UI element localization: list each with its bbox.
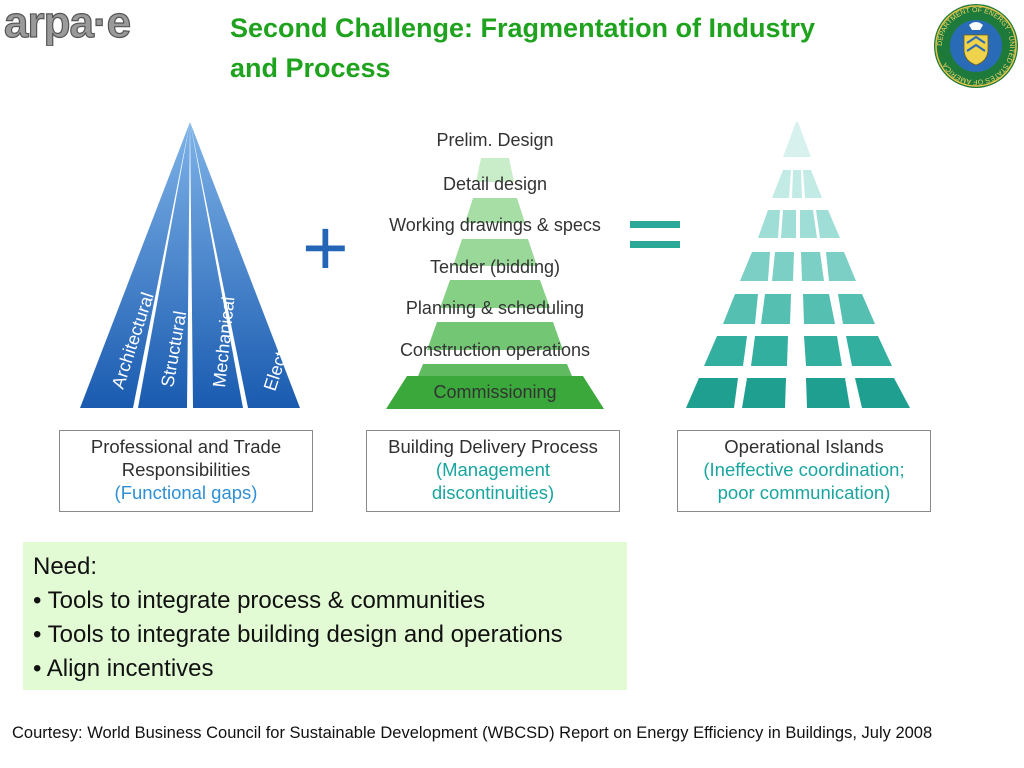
step-prelim-design	[476, 158, 514, 182]
doe-seal-graphic: DEPARTMENT OF ENERGY · UNITED STATES OF …	[934, 4, 1018, 88]
courtesy-footnote: Courtesy: World Business Council for Sus…	[12, 724, 933, 742]
slide-title-line-1: Second Challenge: Fragmentation of Indus…	[230, 13, 816, 43]
island-tile	[772, 170, 791, 198]
professional-trades-triangle: Architectural Structural Mechanical Elec…	[75, 120, 305, 412]
arpa-e-logo-text: arpa·e	[4, 2, 130, 46]
caption-1-line-1: Professional and Trade	[90, 436, 282, 457]
structural-segment	[138, 122, 190, 408]
island-tile	[761, 294, 791, 324]
step-planning	[427, 322, 563, 350]
equals-sign-graphic	[630, 221, 680, 248]
island-tile	[846, 336, 892, 366]
island-tile	[772, 252, 794, 281]
text-detail-design: Detail design	[443, 174, 547, 194]
needs-heading: Need:	[33, 553, 98, 580]
needs-box: Need: • Tools to integrate process & com…	[23, 542, 627, 690]
equals-sign: =	[624, 205, 684, 265]
text-working-drawings: Working drawings & specs	[389, 215, 601, 235]
caption-3-highlight-2: poor communication)	[717, 482, 891, 503]
island-tile	[758, 210, 780, 238]
caption-2-highlight-1: (Management	[435, 459, 551, 480]
step-detail-design	[465, 198, 525, 223]
caption-professional-trades: Professional and Trade Responsibilities …	[59, 430, 313, 512]
caption-1-line-2: Responsibilities	[121, 459, 251, 480]
island-tile	[751, 336, 788, 366]
island-tile	[792, 170, 802, 198]
island-tile	[855, 378, 910, 408]
text-planning: Planning & scheduling	[406, 298, 584, 318]
island-tile	[704, 336, 747, 366]
needs-item: • Tools to integrate building design and…	[33, 621, 563, 648]
caption-operational-islands: Operational Islands (Ineffective coordin…	[677, 430, 931, 512]
operational-islands-triangle	[680, 120, 920, 412]
operational-islands-triangle-graphic	[686, 122, 910, 408]
architectural-segment	[80, 122, 190, 408]
text-commissioning: Commissioning	[433, 382, 556, 402]
island-tile	[804, 336, 842, 366]
building-delivery-triangle: Prelim. Design Detail design Working dra…	[375, 120, 615, 412]
needs-item: • Align incentives	[33, 655, 214, 682]
step-commissioning	[386, 376, 604, 409]
caption-2-highlight-2: discontinuities)	[431, 482, 555, 503]
island-tile	[803, 170, 822, 198]
caption-building-delivery: Building Delivery Process (Management di…	[366, 430, 620, 512]
island-tile	[783, 122, 811, 157]
island-tile	[803, 294, 835, 324]
island-tile	[801, 252, 824, 281]
electrical-segment	[190, 122, 300, 408]
plus-sign: +	[302, 203, 349, 292]
island-tile	[723, 294, 758, 324]
arpa-e-logo: arpa·e	[3, 0, 189, 48]
island-tile	[816, 210, 840, 238]
island-tile	[800, 210, 817, 238]
island-tile	[742, 378, 786, 408]
caption-3-line-1: Operational Islands	[724, 436, 884, 457]
island-tile	[838, 294, 875, 324]
island-tile	[826, 252, 856, 281]
slide-title-line-2: and Process	[230, 53, 391, 83]
step-working-drawings	[453, 239, 537, 266]
building-delivery-triangle-graphic: Prelim. Design Detail design Working dra…	[386, 130, 604, 409]
caption-3-highlight-1: (Ineffective coordination;	[703, 459, 905, 480]
mechanical-segment	[190, 122, 243, 408]
text-tender: Tender (bidding)	[430, 257, 560, 277]
island-tile	[740, 252, 770, 281]
doe-seal: DEPARTMENT OF ENERGY · UNITED STATES OF …	[933, 3, 1019, 89]
needs-item: • Tools to integrate process & communiti…	[33, 587, 486, 614]
step-tender	[440, 280, 550, 308]
island-tile	[686, 378, 738, 408]
text-prelim-design: Prelim. Design	[436, 130, 553, 150]
caption-1-highlight: (Functional gaps)	[114, 482, 258, 503]
professional-trades-triangle-graphic: Architectural Structural Mechanical Elec…	[80, 122, 301, 408]
island-tile	[806, 378, 850, 408]
caption-2-line-1: Building Delivery Process	[388, 436, 598, 457]
island-tile	[781, 210, 796, 238]
slide-title: Second Challenge: Fragmentation of Indus…	[230, 8, 910, 88]
text-construction: Construction operations	[400, 340, 590, 360]
arpa-e-logo-graphic: arpa·e	[3, 0, 131, 48]
